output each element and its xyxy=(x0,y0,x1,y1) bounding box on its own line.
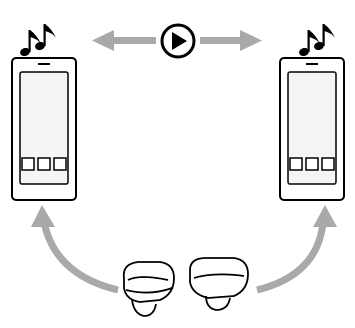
app-button xyxy=(21,157,35,171)
app-button xyxy=(53,157,67,171)
app-button xyxy=(321,157,335,171)
phone-screen xyxy=(287,71,337,185)
speaker-slot xyxy=(306,63,318,65)
play-icon xyxy=(160,23,196,59)
left-smartphone xyxy=(11,57,77,201)
music-notes-icon xyxy=(299,24,335,57)
earbuds-icon xyxy=(122,257,249,317)
connection-arrow-left xyxy=(31,205,119,294)
phone-screen xyxy=(19,71,69,185)
speaker-slot xyxy=(38,63,50,65)
app-button xyxy=(37,157,51,171)
connection-arrow-right xyxy=(256,205,337,294)
app-button xyxy=(305,157,319,171)
switch-arrow xyxy=(92,30,262,51)
music-notes-icon xyxy=(20,24,56,57)
app-button xyxy=(289,157,303,171)
right-smartphone xyxy=(279,57,345,201)
